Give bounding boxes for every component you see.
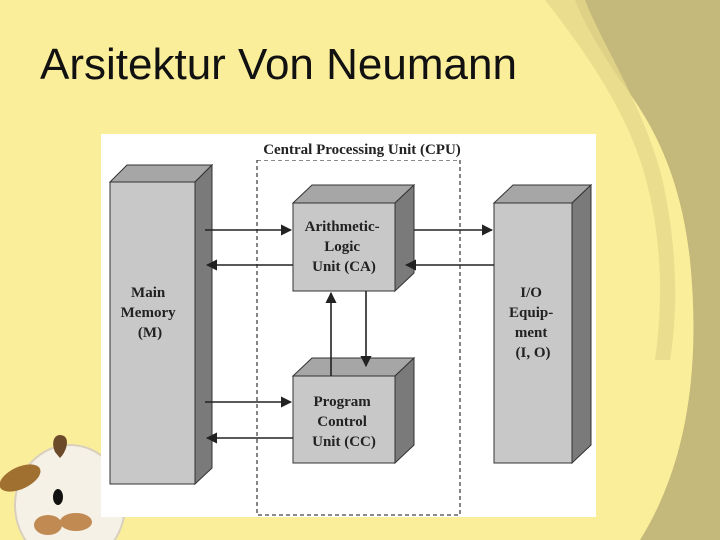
alu-line-2: Logic bbox=[324, 239, 360, 255]
io-line-4: (I, O) bbox=[516, 345, 551, 361]
diagram-canvas: Central Processing Unit (CPU) Main Memor… bbox=[108, 140, 593, 516]
cpu-label-bg bbox=[249, 140, 475, 160]
main-memory-box: Main Memory (M) bbox=[108, 163, 214, 486]
program-control-line-2: Control bbox=[317, 414, 367, 430]
main-memory-line-1: Main bbox=[131, 285, 166, 301]
alu-line-3: Unit (CA) bbox=[312, 259, 376, 275]
io-equipment-box: I/O Equip- ment (I, O) bbox=[492, 183, 593, 465]
alu-label: Arithmetic- Logic Unit (CA) bbox=[305, 219, 384, 275]
io-line-3: ment bbox=[515, 325, 548, 341]
cow-illustration bbox=[0, 434, 126, 540]
diagram-arrows bbox=[205, 224, 494, 444]
program-control-box: Program Control Unit (CC) bbox=[291, 356, 416, 465]
io-line-2: Equip- bbox=[509, 305, 553, 321]
main-memory-line-2: Memory bbox=[121, 305, 176, 321]
alu-line-1: Arithmetic- bbox=[305, 219, 380, 235]
alu-box: Arithmetic- Logic Unit (CA) bbox=[291, 183, 416, 293]
slide-title: Arsitektur Von Neumann bbox=[40, 40, 517, 89]
program-control-line-3: Unit (CC) bbox=[312, 434, 376, 450]
program-control-label: Program Control Unit (CC) bbox=[312, 394, 376, 450]
program-control-line-1: Program bbox=[314, 394, 372, 410]
main-memory-label: Main Memory (M) bbox=[121, 285, 180, 341]
cpu-label: Central Processing Unit (CPU) bbox=[263, 142, 461, 158]
io-equipment-label: I/O Equip- ment (I, O) bbox=[509, 285, 557, 361]
main-memory-line-3: (M) bbox=[138, 325, 162, 341]
decor-swoosh-light bbox=[545, 0, 676, 360]
io-line-1: I/O bbox=[520, 285, 542, 301]
von-neumann-diagram: Central Processing Unit (CPU) Main Memor… bbox=[101, 134, 596, 517]
decor-swoosh-shape bbox=[575, 0, 720, 540]
